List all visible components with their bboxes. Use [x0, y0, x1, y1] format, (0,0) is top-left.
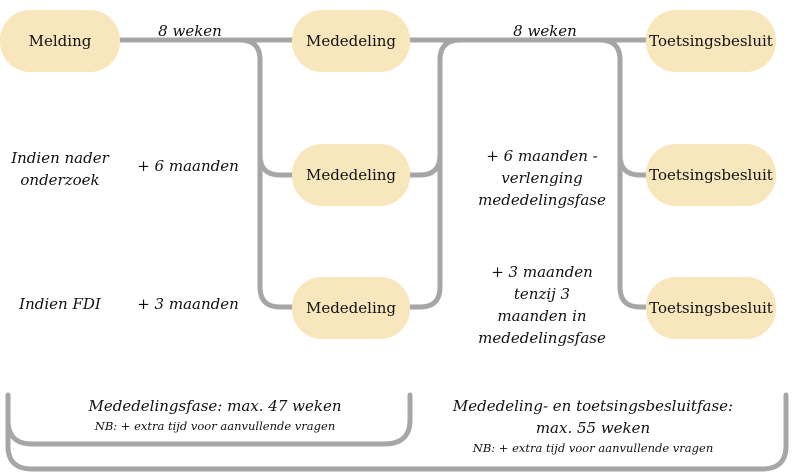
label-weeks-1: 8 weken: [158, 22, 222, 40]
footer-toetsingsbesluitfase: Mededeling- en toetsingsbesluitfase: max…: [448, 395, 738, 457]
footer-right-nb: NB: + extra tijd voor aanvullende vragen: [472, 441, 714, 455]
node-toetsingsbesluit-top: Toetsingsbesluit: [646, 10, 776, 72]
label-extension-tenzij: + 3 maanden tenzij 3 maanden in mededeli…: [478, 263, 606, 347]
label-extension-3-maanden: + 3 maanden: [137, 295, 239, 313]
node-melding: Melding: [0, 10, 120, 72]
node-toetsingsbesluit-mid: Toetsingsbesluit: [646, 144, 776, 206]
line-merge-up: [407, 37, 463, 310]
label-extension-verlenging: + 6 maanden - verlenging mededelingsfase: [478, 147, 606, 209]
node-mededeling-top: Mededeling: [292, 10, 410, 72]
footer-left-main: Mededelingsfase: max. 47 weken: [88, 397, 342, 415]
label-condition-fdi: Indien FDI: [19, 295, 101, 313]
bracket-outer: [5, 392, 789, 472]
footer-right-main: Mededeling- en toetsingsbesluitfase: max…: [452, 397, 734, 437]
footer-mededelingsfase: Mededelingsfase: max. 47 weken NB: + ext…: [50, 395, 380, 435]
line-branch-down-left: [237, 37, 295, 310]
line-branch-mid-right: [617, 152, 649, 178]
label-weeks-2: 8 weken: [513, 22, 577, 40]
label-condition-nader-onderzoek: Indien nader onderzoek: [11, 149, 109, 189]
line-branch-mid-left: [257, 152, 295, 178]
line-branch-down-right: [597, 37, 649, 310]
node-mededeling-bottom: Mededeling: [292, 277, 410, 339]
footer-left-nb: NB: + extra tijd voor aanvullende vragen: [94, 419, 336, 433]
node-toetsingsbesluit-bottom: Toetsingsbesluit: [646, 277, 776, 339]
line-merge-mid: [407, 152, 443, 178]
node-mededeling-mid: Mededeling: [292, 144, 410, 206]
label-extension-6-maanden: + 6 maanden: [137, 157, 239, 175]
